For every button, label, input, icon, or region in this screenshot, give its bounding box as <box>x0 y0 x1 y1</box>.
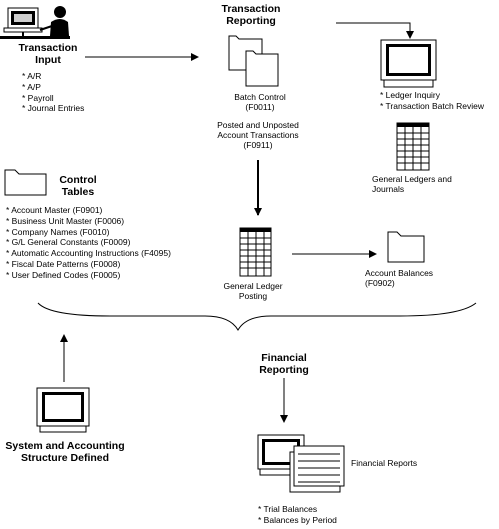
transaction-input-title: Transaction Input <box>18 42 78 66</box>
monitor-icon <box>380 39 437 88</box>
list-item: Trial Balances <box>258 504 337 515</box>
posted-unposted-label: Posted and Unposted Account Transactions… <box>217 120 299 150</box>
account-balances-label: Account Balances (F0902) <box>365 268 434 288</box>
list-item: Journal Entries <box>22 103 85 114</box>
control-tables-list: Account Master (F0901) Business Unit Mas… <box>6 205 171 281</box>
curly-brace <box>37 302 477 332</box>
list-item: A/R <box>22 71 84 82</box>
list-item: Account Master (F0901) <box>6 205 171 216</box>
folder-icon <box>245 50 279 87</box>
connector-reporting <box>336 22 414 39</box>
batch-control-label: Batch Control (F0011) <box>234 92 286 112</box>
financial-reporting-list: Trial Balances Balances by Period <box>258 504 337 526</box>
list-item: Fiscal Date Patterns (F0008) <box>6 259 171 270</box>
general-ledger-posting-label: General Ledger Posting <box>223 281 283 301</box>
system-structure-title: System and Accounting Structure Defined <box>5 440 125 464</box>
folder-icon <box>4 169 47 196</box>
folder-icon <box>387 231 425 263</box>
list-item: Business Unit Master (F0006) <box>6 216 171 227</box>
list-item: Company Names (F0010) <box>6 227 171 238</box>
transaction-reporting-list: Ledger Inquiry Transaction Batch Review <box>380 90 484 112</box>
transaction-reporting-title: Transaction Reporting <box>221 3 281 27</box>
financial-reporting-title: Financial Reporting <box>259 352 309 376</box>
person-at-computer-icon <box>0 6 70 39</box>
list-item: Payroll <box>22 93 84 104</box>
list-item: Automatic Accounting Instructions (F4095… <box>6 248 171 259</box>
report-pages-icon <box>289 445 345 493</box>
transaction-input-list: A/R A/P Payroll Journal Entries <box>22 71 84 114</box>
list-item: Transaction Batch Review <box>380 101 484 112</box>
financial-reports-label: Financial Reports <box>351 458 418 468</box>
list-item: Balances by Period <box>258 515 337 526</box>
general-ledgers-journals-label: General Ledgers and Journals <box>372 174 452 194</box>
list-item: A/P <box>22 82 84 93</box>
monitor-icon <box>36 387 90 433</box>
list-item: G/L General Constants (F0009) <box>6 237 171 248</box>
list-item: User Defined Codes (F0005) <box>6 270 171 281</box>
list-item: Ledger Inquiry <box>380 90 484 101</box>
ledger-report-icon <box>396 122 430 171</box>
control-tables-title: Control Tables <box>59 174 97 198</box>
ledger-report-icon <box>239 227 272 277</box>
